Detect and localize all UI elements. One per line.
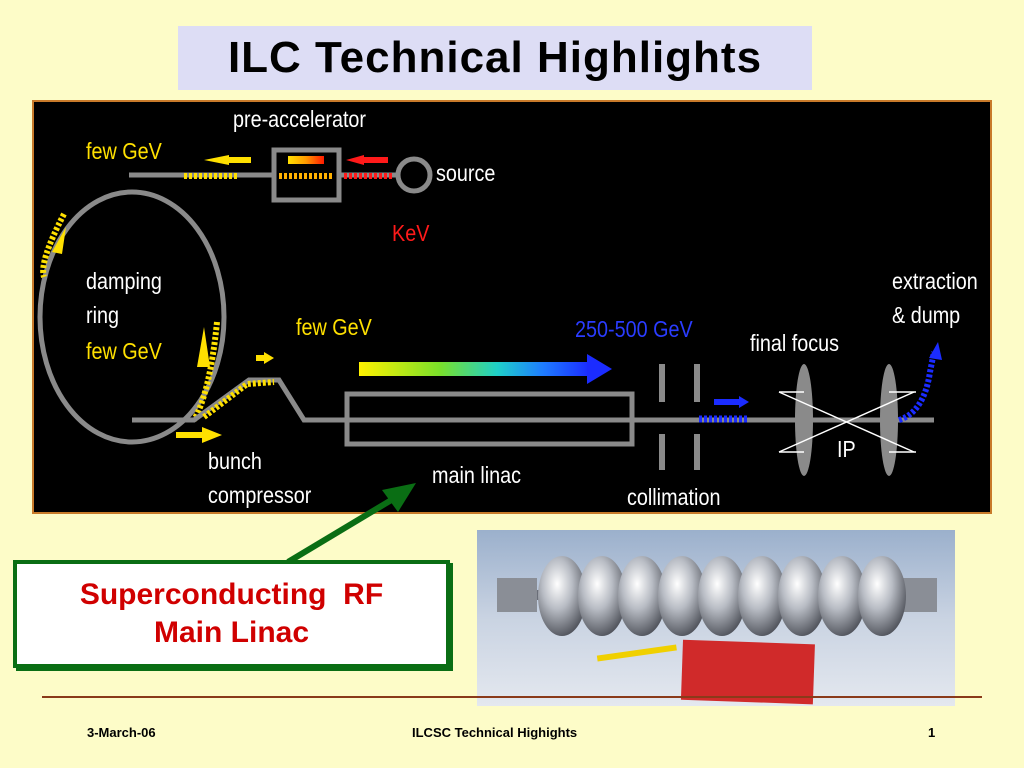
label-source: source xyxy=(436,160,496,186)
collimator-bottom-1 xyxy=(659,434,665,470)
label-extraction-1: extraction xyxy=(892,268,978,294)
main-beamline xyxy=(132,377,934,423)
pre-accelerator-box xyxy=(271,147,342,203)
bunch-compressor-beam xyxy=(202,379,275,420)
page-title: ILC Technical Highlights xyxy=(227,33,763,82)
pre-accelerator-arrow xyxy=(288,156,324,164)
damping-ring xyxy=(37,189,227,445)
source-ring xyxy=(395,156,433,194)
label-few-gev-top: few GeV xyxy=(86,138,162,164)
label-kev: KeV xyxy=(392,220,430,246)
label-damping-ring-2: ring xyxy=(86,302,119,328)
arrow-red-top xyxy=(346,155,364,165)
label-pre-accelerator: pre-accelerator xyxy=(233,106,367,132)
collimator-top-1 xyxy=(659,364,665,402)
superconducting-cavity-image xyxy=(477,530,955,706)
energy-gradient-arrow xyxy=(359,362,589,376)
main-linac-tube xyxy=(344,391,635,447)
final-focus-lens-2 xyxy=(880,364,898,476)
extraction-beam xyxy=(897,351,937,423)
label-few-gev-ring: few GeV xyxy=(86,338,162,364)
footer-date: 3-March-06 xyxy=(87,725,156,740)
schematic-drawing xyxy=(37,147,942,476)
label-main-linac: main linac xyxy=(432,462,522,488)
arrow-blue xyxy=(739,396,749,408)
arrow-bunch-small xyxy=(264,352,274,364)
footer-divider xyxy=(42,696,982,698)
title-box: ILC Technical Highlights xyxy=(178,26,812,90)
label-final-focus: final focus xyxy=(750,330,840,356)
arrow-extraction xyxy=(929,342,942,360)
label-bunch-1: bunch xyxy=(208,448,262,474)
cavity-photo xyxy=(477,530,955,706)
arrow-bunch-large xyxy=(202,427,222,443)
footer-center-text: ILCSC Technical Highights xyxy=(412,725,578,740)
footer-page-number: 1 xyxy=(928,725,936,740)
callout-box: Superconducting RF Main Linac xyxy=(13,560,450,668)
label-few-gev-mid: few GeV xyxy=(296,314,372,340)
collimator-top-2 xyxy=(694,364,700,402)
label-collimation: collimation xyxy=(627,484,721,510)
label-bunch-2: compressor xyxy=(208,482,312,508)
arrow-yellow-top xyxy=(204,155,229,165)
callout-line-1: Superconducting RF xyxy=(79,578,384,611)
ilc-schematic-diagram: pre-accelerator source KeV few GeV dampi… xyxy=(32,100,992,514)
final-focus-lens-1 xyxy=(795,364,813,476)
collimator-bottom-2 xyxy=(694,434,700,470)
ring-arrow-right xyxy=(197,327,210,367)
callout-line-2: Main Linac xyxy=(153,616,310,649)
label-extraction-2: & dump xyxy=(892,302,961,328)
label-ip: IP xyxy=(837,436,856,462)
ring-beam-right xyxy=(191,321,220,422)
ring-arrow-left xyxy=(52,227,66,254)
label-energy-range: 250-500 GeV xyxy=(575,316,693,342)
label-damping-ring-1: damping xyxy=(86,268,162,294)
